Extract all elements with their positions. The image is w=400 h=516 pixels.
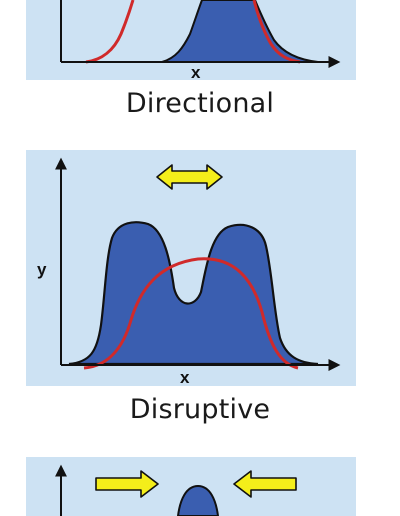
inward-arrow-right-icon bbox=[95, 470, 159, 498]
disruptive-selected-curve bbox=[83, 257, 299, 370]
disruptive-graph: x y bbox=[37, 157, 341, 387]
directional-population-distribution bbox=[161, 0, 319, 63]
directional-selected-curve bbox=[85, 0, 135, 64]
directional-x-axis-label: x bbox=[191, 63, 201, 82]
directional-selected-curve-tail bbox=[252, 0, 301, 64]
disruptive-x-axis-label: x bbox=[180, 368, 190, 387]
double-headed-arrow-icon bbox=[156, 164, 223, 190]
disruptive-population-distribution bbox=[68, 221, 319, 366]
directional-graph: x bbox=[60, 0, 341, 82]
stabilizing-population-distribution bbox=[176, 484, 220, 516]
inward-arrow-left-icon bbox=[233, 470, 297, 498]
caption-disruptive: Disruptive bbox=[129, 394, 271, 425]
stabilizing-graph bbox=[55, 464, 297, 516]
caption-directional: Directional bbox=[125, 88, 275, 119]
disruptive-y-axis-label: y bbox=[37, 260, 47, 279]
